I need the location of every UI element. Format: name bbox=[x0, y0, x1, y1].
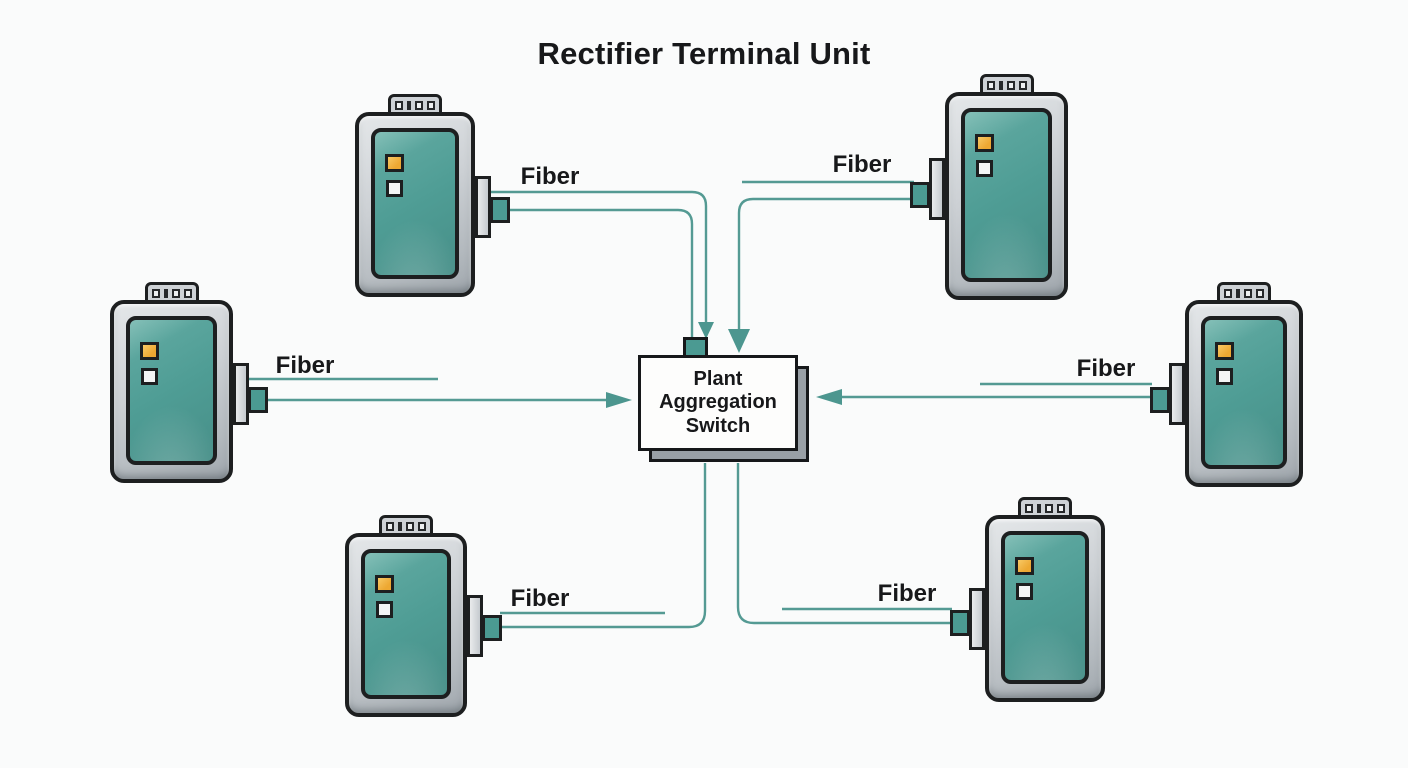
status-led-amber bbox=[1015, 557, 1034, 575]
status-led-white bbox=[976, 160, 993, 177]
rtu-device-bottom-right bbox=[950, 497, 1105, 702]
vent-slot bbox=[1018, 81, 1027, 90]
vent-slot bbox=[415, 101, 423, 110]
fiber-label-bottom-right: Fiber bbox=[877, 580, 937, 607]
arrowhead-down-large bbox=[728, 329, 750, 353]
switch-label-line: Plant bbox=[693, 367, 743, 390]
vent-slot bbox=[1037, 504, 1041, 513]
arrowhead-down-small bbox=[698, 322, 714, 339]
rtu-device-top-left bbox=[355, 94, 510, 297]
status-led-white bbox=[376, 601, 393, 618]
device-frame bbox=[1185, 300, 1303, 487]
port-mount bbox=[1169, 363, 1185, 425]
device-panel bbox=[1201, 316, 1287, 469]
vent-slot bbox=[151, 289, 160, 298]
fiber-label-top-left: Fiber bbox=[520, 163, 580, 190]
fiber-link-top-left-b bbox=[508, 208, 694, 338]
vent-slot bbox=[171, 289, 180, 298]
status-led-white bbox=[1016, 583, 1033, 600]
rtu-device-bottom-left bbox=[345, 515, 502, 717]
vent-slot bbox=[163, 289, 168, 298]
status-led-white bbox=[386, 180, 403, 197]
vent-slot bbox=[1057, 504, 1065, 513]
vent-slot bbox=[183, 289, 192, 298]
status-led-amber bbox=[375, 575, 394, 593]
fiber-port bbox=[910, 182, 930, 208]
rtu-device-mid-right bbox=[1150, 282, 1303, 487]
switch-label-line: Aggregation bbox=[659, 391, 777, 414]
device-frame bbox=[945, 92, 1068, 300]
status-led-white bbox=[141, 368, 158, 385]
diagram-title: Rectifier Terminal Unit bbox=[537, 36, 871, 71]
vent-slot bbox=[427, 101, 435, 110]
arrowhead-right bbox=[606, 392, 632, 408]
device-panel bbox=[961, 108, 1052, 282]
vent-slot bbox=[406, 522, 414, 531]
fiber-link-bottom-right bbox=[736, 463, 952, 625]
device-frame bbox=[345, 533, 467, 717]
fiber-port bbox=[482, 615, 502, 641]
plant-aggregation-switch: Plant Aggregation Switch bbox=[638, 355, 798, 451]
device-frame bbox=[110, 300, 233, 483]
vent-slot bbox=[986, 81, 995, 90]
rtu-device-top-right bbox=[910, 74, 1068, 300]
vent-slot bbox=[1236, 289, 1240, 298]
fiber-port bbox=[490, 197, 510, 223]
fiber-label-mid-left: Fiber bbox=[275, 352, 335, 379]
vent-slot bbox=[386, 522, 394, 531]
fiber-port bbox=[950, 610, 970, 636]
port-mount bbox=[475, 176, 491, 238]
device-frame bbox=[355, 112, 475, 297]
fiber-label-bottom-left: Fiber bbox=[510, 585, 570, 612]
fiber-port bbox=[1150, 387, 1170, 413]
device-panel bbox=[371, 128, 459, 279]
fiber-link-bottom-left bbox=[497, 463, 707, 629]
vent-slot bbox=[1244, 289, 1252, 298]
rtu-device-mid-left bbox=[110, 282, 268, 483]
vent-slot bbox=[998, 81, 1003, 90]
port-mount bbox=[929, 158, 945, 220]
fiber-label-mid-right: Fiber bbox=[1076, 355, 1136, 382]
vent-slot bbox=[1006, 81, 1015, 90]
arrowhead-left bbox=[816, 389, 842, 405]
fiber-link-top-left-a bbox=[490, 190, 708, 323]
vent-tab bbox=[388, 94, 442, 118]
device-panel bbox=[1001, 531, 1089, 684]
vent-slot bbox=[418, 522, 426, 531]
status-led-amber bbox=[385, 154, 404, 172]
device-panel bbox=[361, 549, 451, 699]
fiber-port bbox=[248, 387, 268, 413]
device-frame bbox=[985, 515, 1105, 702]
vent-slot bbox=[407, 101, 411, 110]
fiber-label-top-right: Fiber bbox=[832, 151, 892, 178]
status-led-amber bbox=[975, 134, 994, 152]
vent-slot bbox=[1224, 289, 1232, 298]
vent-slot bbox=[1025, 504, 1033, 513]
vent-slot bbox=[395, 101, 403, 110]
port-mount bbox=[969, 588, 985, 650]
status-led-amber bbox=[140, 342, 159, 360]
status-led-amber bbox=[1215, 342, 1234, 360]
status-led-white bbox=[1216, 368, 1233, 385]
vent-slot bbox=[1045, 504, 1053, 513]
fiber-link-top-right bbox=[737, 197, 912, 329]
port-mount bbox=[233, 363, 249, 425]
switch-label-line: Switch bbox=[685, 414, 751, 437]
device-panel bbox=[126, 316, 217, 465]
vent-slot bbox=[1256, 289, 1264, 298]
port-mount bbox=[467, 595, 483, 657]
vent-slot bbox=[398, 522, 402, 531]
